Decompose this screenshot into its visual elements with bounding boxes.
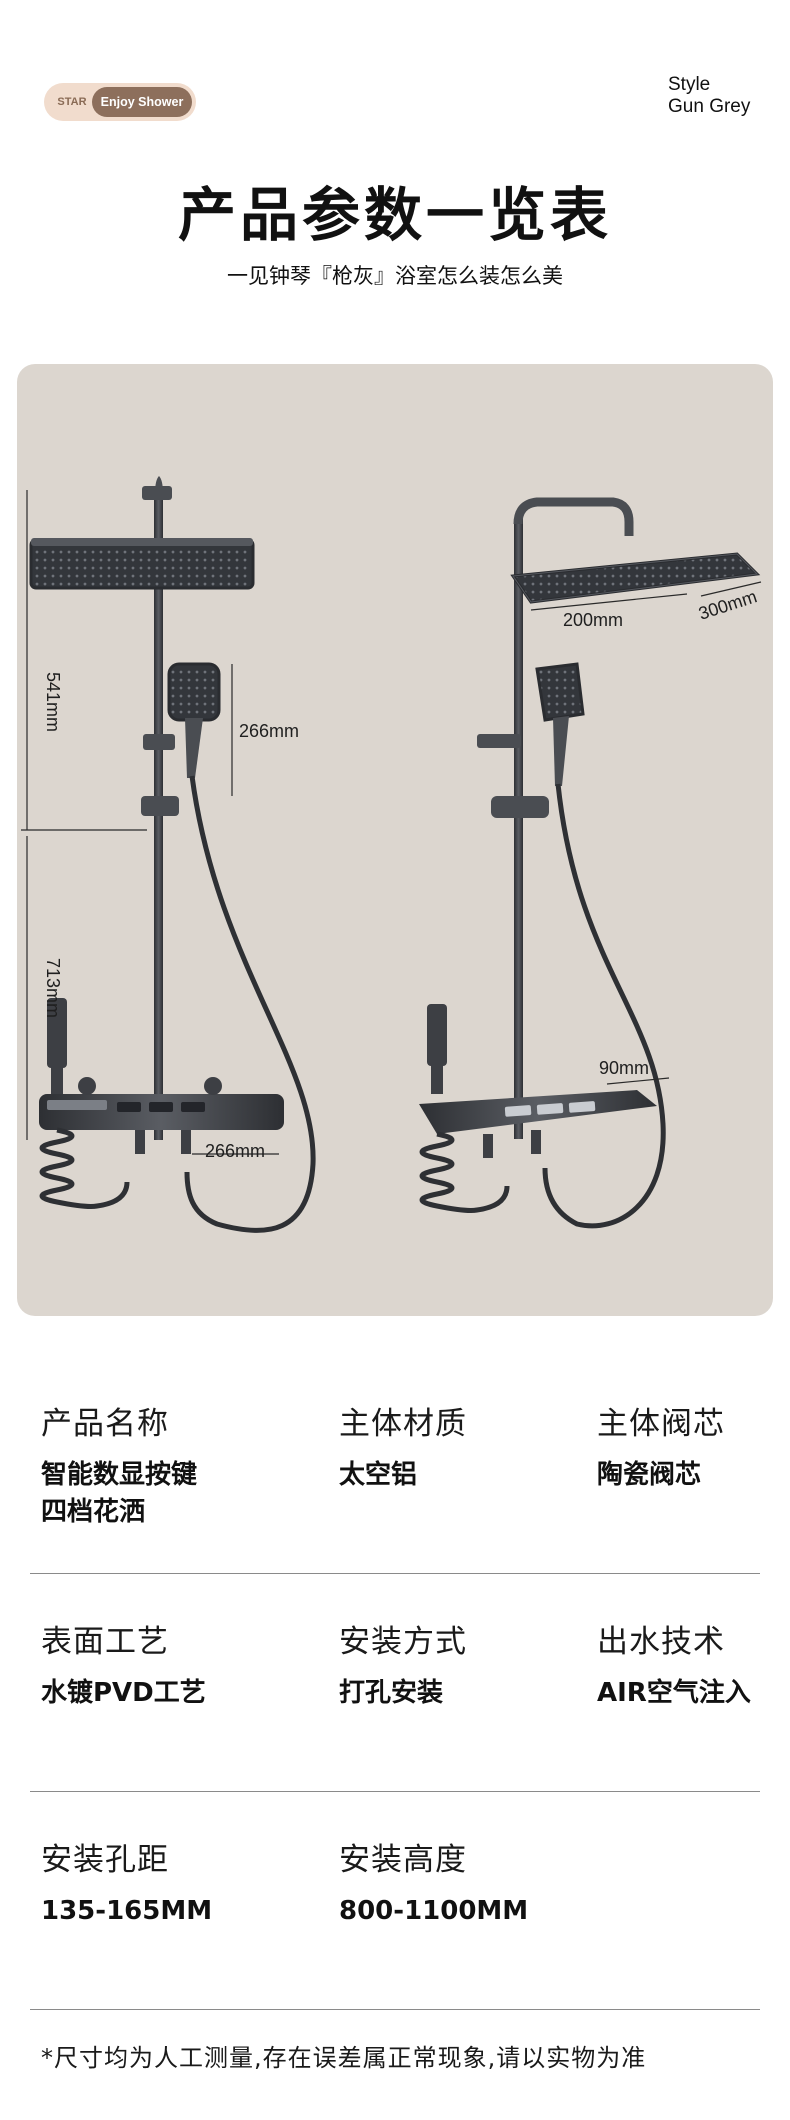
spec-valve: 主体阀芯 陶瓷阀芯 bbox=[597, 1398, 725, 1494]
spec-label: 主体材质 bbox=[339, 1406, 467, 1442]
spec-surface: 表面工艺 水镀PVD工艺 bbox=[41, 1616, 206, 1712]
spec-value: AIR空气注入 bbox=[597, 1678, 751, 1708]
badge-enjoy-label: Enjoy Shower bbox=[92, 87, 192, 117]
style-line-1: Style bbox=[668, 74, 711, 95]
spec-value: 水镀PVD工艺 bbox=[41, 1678, 206, 1708]
spec-product-name: 产品名称 智能数显按键 四档花洒 bbox=[41, 1398, 197, 1531]
dim-upper-height: 541mm bbox=[43, 672, 63, 732]
angled-view-fixture bbox=[419, 497, 761, 1229]
spec-value: 135-165MM bbox=[41, 1896, 213, 1926]
spec-row-3: 安装孔距 135-165MM 安装高度 800-1100MM bbox=[0, 1792, 790, 2010]
spec-install-method: 安装方式 打孔安装 bbox=[339, 1616, 467, 1712]
product-panel: 541mm 713mm 266mm 266mm bbox=[17, 364, 773, 1316]
spec-install-height: 安装高度 800-1100MM bbox=[339, 1834, 528, 1930]
spec-table: 产品名称 智能数显按键 四档花洒 主体材质 太空铝 主体阀芯 陶瓷阀芯 表面工艺… bbox=[0, 1356, 790, 2010]
spec-value: 智能数显按键 四档花洒 bbox=[41, 1460, 198, 1527]
dim-head-depth: 300mm bbox=[696, 586, 759, 624]
spec-value: 太空铝 bbox=[339, 1460, 418, 1490]
front-dimension-lines bbox=[21, 490, 279, 1155]
spec-label: 安装高度 bbox=[339, 1842, 467, 1878]
style-caption: Style Gun Grey bbox=[668, 74, 750, 118]
row-divider bbox=[30, 1573, 760, 1574]
dim-console-width: 266mm bbox=[205, 1141, 265, 1161]
spec-label: 表面工艺 bbox=[41, 1624, 169, 1660]
angled-dimension-lines bbox=[530, 581, 762, 1085]
spec-value: 陶瓷阀芯 bbox=[597, 1460, 702, 1490]
dim-handheld-height: 266mm bbox=[239, 721, 299, 741]
spec-material: 主体材质 太空铝 bbox=[339, 1398, 467, 1494]
spec-value: 打孔安装 bbox=[339, 1678, 444, 1708]
row-divider bbox=[30, 1791, 760, 1792]
spec-label: 主体阀芯 bbox=[597, 1406, 725, 1442]
page-title: 产品参数一览表 bbox=[177, 181, 612, 249]
spec-label: 出水技术 bbox=[597, 1624, 725, 1660]
row-divider bbox=[30, 2009, 760, 2010]
dim-lower-height: 713mm bbox=[43, 958, 63, 1018]
front-view-fixture bbox=[29, 476, 316, 1233]
badge-star-label: STAR bbox=[57, 96, 87, 108]
shower-illustration: 541mm 713mm 266mm 266mm bbox=[21, 476, 762, 1233]
page-subtitle: 一见钟琴『枪灰』浴室怎么装怎么美 bbox=[227, 264, 563, 288]
spec-row-1: 产品名称 智能数显按键 四档花洒 主体材质 太空铝 主体阀芯 陶瓷阀芯 bbox=[0, 1356, 790, 1574]
spec-hole-spacing: 安装孔距 135-165MM bbox=[41, 1834, 212, 1930]
brand-badge: STAR Enjoy Shower bbox=[44, 83, 196, 121]
style-line-2: Gun Grey bbox=[668, 96, 751, 117]
spec-label: 安装方式 bbox=[339, 1624, 467, 1660]
spec-value: 800-1100MM bbox=[339, 1896, 529, 1926]
measurement-disclaimer: *尺寸均为人工测量,存在误差属正常现象,请以实物为准 bbox=[41, 2044, 647, 2072]
spec-row-2: 表面工艺 水镀PVD工艺 安装方式 打孔安装 出水技术 AIR空气注入 bbox=[0, 1574, 790, 1792]
dim-shelf-depth: 90mm bbox=[599, 1058, 649, 1078]
dim-head-width: 200mm bbox=[563, 610, 623, 630]
spec-label: 安装孔距 bbox=[41, 1842, 169, 1878]
spec-water-tech: 出水技术 AIR空气注入 bbox=[597, 1616, 751, 1712]
spec-label: 产品名称 bbox=[41, 1406, 169, 1442]
